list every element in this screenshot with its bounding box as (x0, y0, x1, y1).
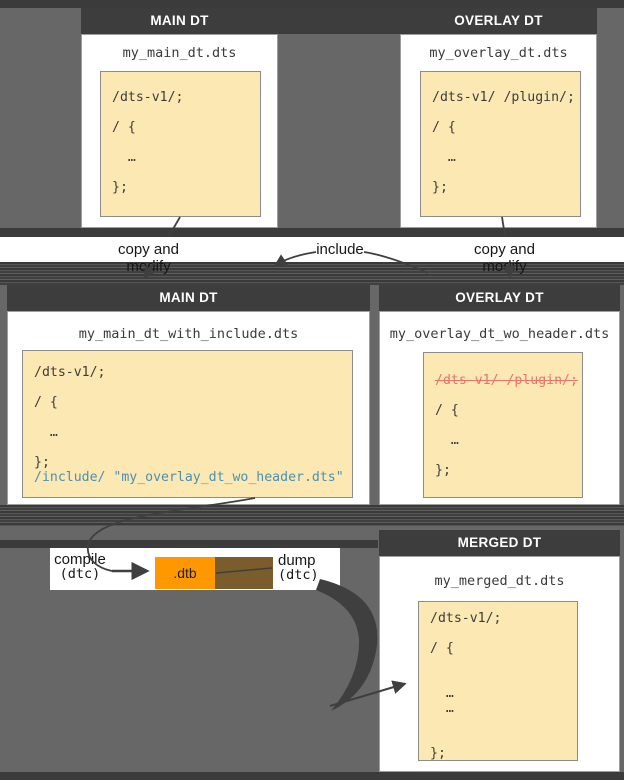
striped-zone-lower (0, 505, 624, 526)
mid-main-code-block: /dts-v1/; / { … };/include/ "my_overlay_… (22, 350, 353, 498)
main-dt-filename: my_main_dt.dts (122, 45, 237, 61)
code-line: / { (435, 403, 459, 418)
code-line: /dts-v1/ /plugin/; (432, 90, 575, 105)
dump-swoosh-curve (316, 579, 378, 711)
code-line: … (112, 150, 136, 165)
code-line (435, 388, 582, 403)
mid-main-filename: my_main_dt_with_include.dts (78, 326, 299, 342)
top-border-band (0, 0, 624, 8)
code-line: / { (432, 120, 456, 135)
code-line (430, 731, 577, 746)
code-line: /dts-v1/; (34, 365, 106, 380)
compile-label: compile (dtc) (52, 551, 108, 582)
code-line: }; (112, 180, 128, 195)
mid-main-header-band: MAIN DT (7, 285, 370, 311)
striped-zone-upper (0, 262, 624, 285)
mid-overlay-filename: my_overlay_dt_wo_header.dts (389, 326, 610, 342)
divider-band-1 (0, 228, 624, 237)
code-line (435, 418, 582, 433)
code-line (430, 626, 577, 641)
compile-tool-text: (dtc) (59, 566, 101, 582)
code-line (34, 440, 352, 455)
code-line (432, 135, 580, 150)
code-line (112, 165, 260, 180)
code-line (430, 716, 577, 731)
code-line (112, 135, 260, 150)
code-line (430, 656, 577, 671)
dump-label-text: dump (278, 552, 316, 569)
overlay-dt-filename: my_overlay_dt.dts (429, 45, 568, 61)
merged-code-block: /dts-v1/; / { … … }; (418, 601, 578, 761)
copy-and-modify-label-right: copy and modify (474, 241, 535, 275)
code-line: … (34, 425, 58, 440)
code-line: … (432, 150, 456, 165)
code-line (432, 105, 580, 120)
mid-main-dt-header: MAIN DT (159, 290, 218, 305)
top-header-band: MAIN DT OVERLAY DT (81, 8, 597, 34)
code-line: … (435, 433, 459, 448)
dump-tool-text: (dtc) (278, 567, 319, 583)
compile-label-text: compile (54, 551, 106, 568)
code-line (34, 410, 352, 425)
code-line: }; (34, 455, 50, 470)
code-line: / { (34, 395, 58, 410)
overlay-dt-code-block: /dts-v1/ /plugin/; / { … }; (420, 71, 581, 217)
code-line: / { (112, 120, 136, 135)
copy-and-modify-label-left: copy and modify (118, 241, 179, 275)
main-dt-code-block: /dts-v1/; / { … }; (100, 71, 261, 217)
divider-band-2 (0, 540, 378, 548)
merged-dt-header: MERGED DT (457, 535, 542, 550)
code-line: /dts-v1/; (112, 90, 184, 105)
code-line (34, 380, 352, 395)
main-dt-header: MAIN DT (150, 13, 209, 28)
code-line: /dts-v1/ /plugin/; (435, 373, 578, 388)
mid-overlay-code-block: /dts-v1/ /plugin/; / { … }; (423, 352, 583, 498)
code-line: /dts-v1/; (430, 611, 502, 626)
code-line: }; (435, 463, 451, 478)
include-label: include (316, 241, 364, 258)
code-line: … (430, 686, 454, 701)
merged-header-band: MERGED DT (379, 530, 620, 556)
overlay-dt-header: OVERLAY DT (454, 13, 543, 28)
mid-overlay-dt-header: OVERLAY DT (455, 290, 544, 305)
code-line (112, 105, 260, 120)
dtb-file-box: .dtb (155, 557, 215, 589)
code-line: /include/ "my_overlay_dt_wo_header.dts" (34, 470, 344, 485)
merged-filename: my_merged_dt.dts (434, 573, 565, 589)
mid-overlay-header-band: OVERLAY DT (379, 285, 620, 311)
dtb-arrow-shade (215, 557, 273, 589)
code-line (430, 671, 577, 686)
code-line: … (430, 701, 454, 716)
code-line: }; (430, 746, 446, 761)
code-line: }; (432, 180, 448, 195)
code-line: / { (430, 641, 454, 656)
code-line (435, 448, 582, 463)
code-line (432, 165, 580, 180)
bottom-border-band (0, 772, 624, 780)
dump-label: dump (dtc) (278, 552, 328, 583)
